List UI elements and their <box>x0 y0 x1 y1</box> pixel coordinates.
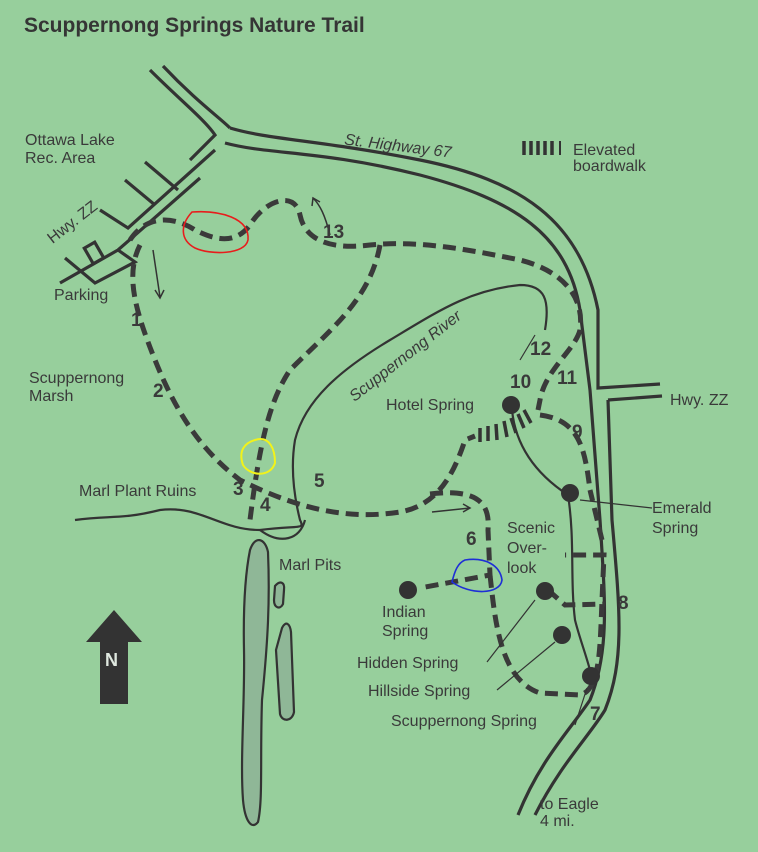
indian-spring-marker <box>399 581 417 599</box>
emerald-spring-label-2: Spring <box>652 520 699 537</box>
ottawa-lake-label-2: Rec. Area <box>25 150 96 167</box>
stop-12: 12 <box>530 339 552 360</box>
springs <box>399 396 653 726</box>
hidden-spring-marker <box>536 582 554 600</box>
emerald-spring-label-1: Emerald <box>652 500 712 517</box>
marl-pits <box>240 539 296 827</box>
scuppernong-spring-marker <box>582 667 600 685</box>
indian-spring-label-2: Spring <box>382 623 429 640</box>
stop-1: 1 <box>131 310 142 331</box>
marl-pits-label: Marl Pits <box>279 557 342 574</box>
stop-10: 10 <box>510 372 532 393</box>
hillside-spring-marker <box>553 626 571 644</box>
stop-13: 13 <box>323 222 345 243</box>
parking-label: Parking <box>54 287 109 304</box>
emerald-spring-marker <box>561 484 579 502</box>
stop-3: 3 <box>233 479 244 500</box>
trail <box>127 198 607 698</box>
legend-label-2: boardwalk <box>573 158 646 175</box>
hillside-spring-label: Hillside Spring <box>368 683 471 700</box>
hotel-spring-label: Hotel Spring <box>386 397 475 414</box>
scuppernong-river <box>74 283 594 679</box>
stop-7: 7 <box>590 704 601 725</box>
map-title: Scuppernong Springs Nature Trail <box>24 14 365 37</box>
scenic-overlook-label-3: look <box>507 560 537 577</box>
indian-spring-label-1: Indian <box>382 604 426 621</box>
hidden-spring-label: Hidden Spring <box>357 655 459 672</box>
north-arrow-label: N <box>105 650 118 670</box>
marsh-label-2: Marsh <box>29 388 74 405</box>
boardwalk-legend-icon <box>522 141 561 155</box>
stop-5: 5 <box>314 471 325 492</box>
marsh-label-1: Scuppernong <box>29 370 125 387</box>
marl-plant-ruins-label: Marl Plant Ruins <box>79 483 197 500</box>
hotel-spring-marker <box>502 396 520 414</box>
direction-arrows <box>152 196 472 513</box>
elevated-boardwalk <box>478 409 533 442</box>
legend-label-1: Elevated <box>573 142 636 159</box>
blue-circle-annotation <box>451 558 503 593</box>
stop-9: 9 <box>572 422 583 443</box>
scenic-overlook-label-2: Over- <box>507 540 547 557</box>
stop-11: 11 <box>557 368 578 389</box>
yellow-circle-annotation <box>240 438 277 475</box>
ottawa-lake-label-1: Ottawa Lake <box>25 132 115 149</box>
to-eagle-label-2: 4 mi. <box>540 813 575 830</box>
stop-6: 6 <box>466 529 477 550</box>
north-arrow-icon <box>86 610 142 704</box>
stop-4: 4 <box>260 495 271 516</box>
scuppernong-spring-label: Scuppernong Spring <box>391 713 537 730</box>
to-eagle-label-1: to Eagle <box>540 796 599 813</box>
stop-8: 8 <box>618 593 629 614</box>
red-circle-annotation <box>182 210 249 254</box>
hwy-zz-east-label: Hwy. ZZ <box>670 392 729 409</box>
scenic-overlook-label-1: Scenic <box>507 520 556 537</box>
stop-2: 2 <box>153 381 164 402</box>
